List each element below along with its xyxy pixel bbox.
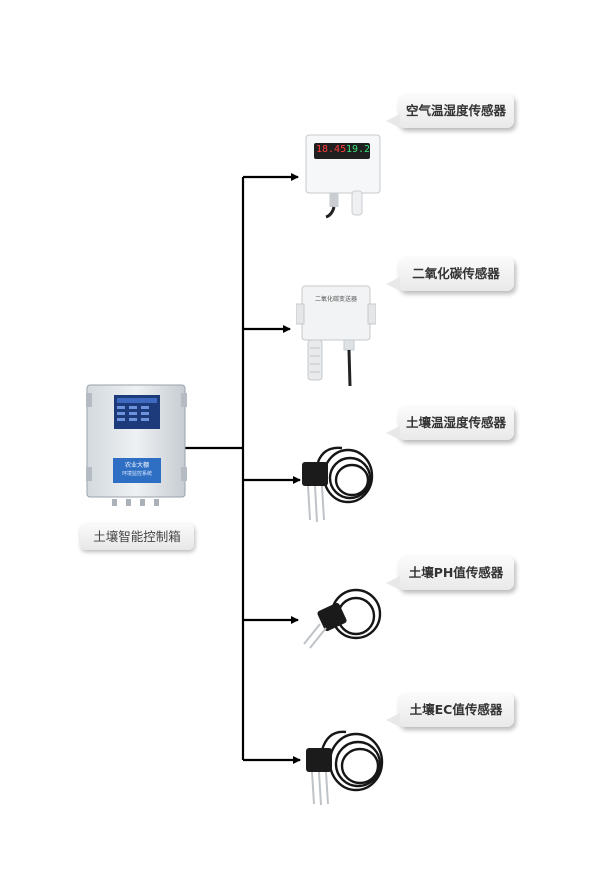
bubble-soil-temp-humidity: 土壤温湿度传感器 [386,406,514,440]
soil-ec-probe-illustration [306,730,384,806]
soil-temp-humidity-probe-illustration [302,446,374,523]
controller-box-illustration [86,384,187,506]
label-soil-temp-humidity: 土壤温湿度传感器 [405,415,506,430]
controller-label: 土壤智能控制箱 [80,524,194,550]
label-soil-ph: 土壤PH值传感器 [408,565,504,580]
label-air-temp-humidity: 空气温湿度传感器 [405,103,506,118]
label-soil-ec: 土壤EC值传感器 [409,702,503,717]
label-co2: 二氧化碳传感器 [412,266,500,281]
co2-device-text: 二氧化碳变送器 [314,296,357,303]
controller-screen-title: 农业大棚 [124,462,149,469]
controller-screen-subtitle: 环境监控系统 [121,471,152,477]
bubble-co2: 二氧化碳传感器 [386,257,514,291]
soil-ph-probe-illustration [303,588,382,649]
air-sensor-display-right: 19.2 [346,144,371,155]
co2-sensor-illustration [296,285,376,387]
bubble-soil-ec: 土壤EC值传感器 [386,693,514,727]
air-sensor-display-left: 18.45 [316,144,347,155]
bubble-air-temp-humidity: 空气温湿度传感器 [386,94,514,128]
bubble-soil-ph: 土壤PH值传感器 [386,556,514,590]
air-temp-humidity-sensor-illustration [305,134,381,219]
